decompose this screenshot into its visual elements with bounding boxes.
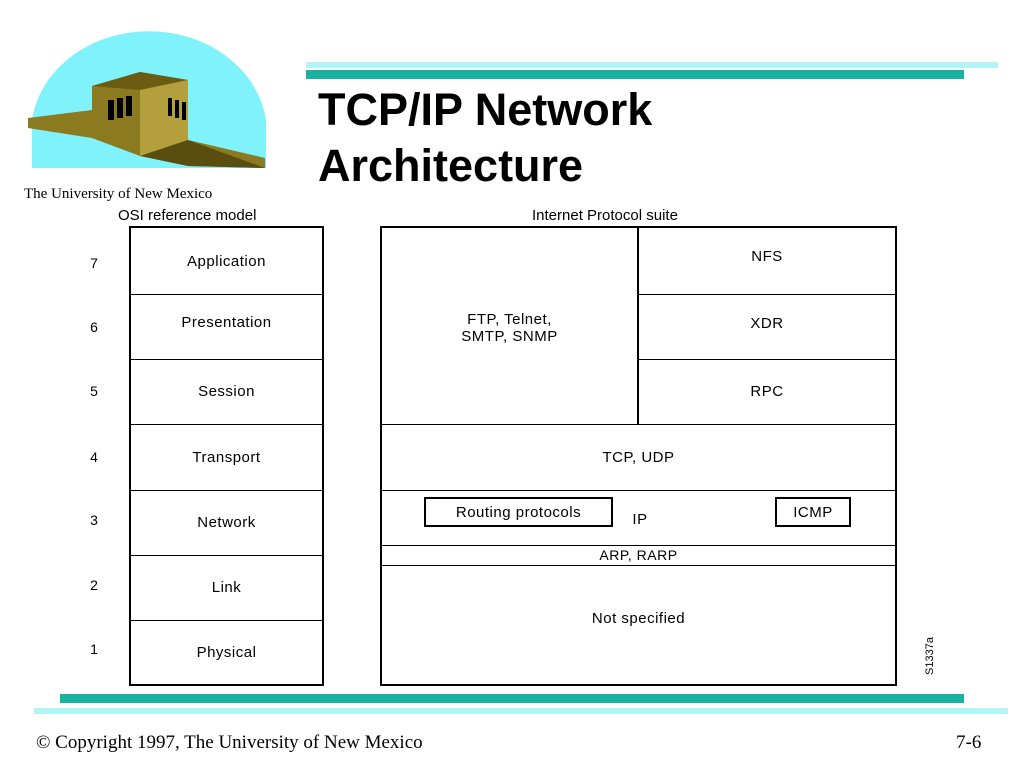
ip-suite-stack: FTP, Telnet, SMTP, SNMP NFS XDR RPC TCP,… — [380, 226, 897, 686]
university-logo — [28, 31, 266, 168]
figure-id: S1337a — [924, 637, 936, 675]
bottom-bar-light — [34, 708, 1008, 714]
bottom-bar-teal — [60, 694, 964, 703]
ip-suite-header: Internet Protocol suite — [532, 207, 678, 224]
title-line-2: Architecture — [318, 140, 584, 191]
ip-arp: ARP, RARP — [599, 547, 678, 563]
app-protocols-line-1: FTP, Telnet, — [467, 311, 552, 328]
ip-physical: Not specified — [591, 610, 686, 627]
layer-number-5: 5 — [90, 383, 98, 399]
ip-transport: TCP, UDP — [602, 448, 675, 466]
ip-rpc: RPC — [750, 383, 784, 400]
osi-layer-transport: Transport — [192, 448, 261, 466]
layer-number-7: 7 — [90, 255, 98, 271]
ip-xdr: XDR — [750, 315, 784, 332]
top-bar-teal — [306, 70, 964, 79]
logo-caption: The University of New Mexico — [24, 186, 213, 202]
osi-layer-physical: Physical — [196, 643, 257, 661]
osi-layer-session: Session — [198, 383, 255, 400]
ip-nfs: NFS — [751, 247, 783, 265]
layer-number-3: 3 — [90, 512, 98, 528]
layer-number-4: 4 — [90, 449, 98, 465]
app-protocols-line-2: SMTP, SNMP — [461, 328, 558, 345]
osi-header: OSI reference model — [118, 207, 257, 224]
osi-layer-presentation: Presentation — [181, 314, 272, 331]
ip-network: IP — [632, 510, 648, 528]
layer-number-6: 6 — [90, 319, 98, 335]
page-number: 7-6 — [956, 732, 982, 753]
layer-number-2: 2 — [90, 577, 98, 593]
osi-layer-link: Link — [211, 579, 242, 596]
slide-title: TCP/IP Network Architecture — [318, 82, 778, 194]
top-bar-light — [306, 62, 998, 68]
ip-app-protocols: FTP, Telnet, SMTP, SNMP — [382, 288, 637, 368]
copyright-notice: © Copyright 1997, The University of New … — [36, 732, 423, 753]
title-line-1: TCP/IP Network — [318, 84, 653, 135]
osi-model-stack: Application Presentation Session Transpo… — [129, 226, 324, 686]
routing-protocols-box: Routing protocols — [424, 497, 613, 527]
osi-layer-network: Network — [197, 514, 256, 531]
layer-number-1: 1 — [90, 641, 98, 657]
icmp-box: ICMP — [775, 497, 851, 527]
osi-layer-application: Application — [187, 252, 266, 270]
